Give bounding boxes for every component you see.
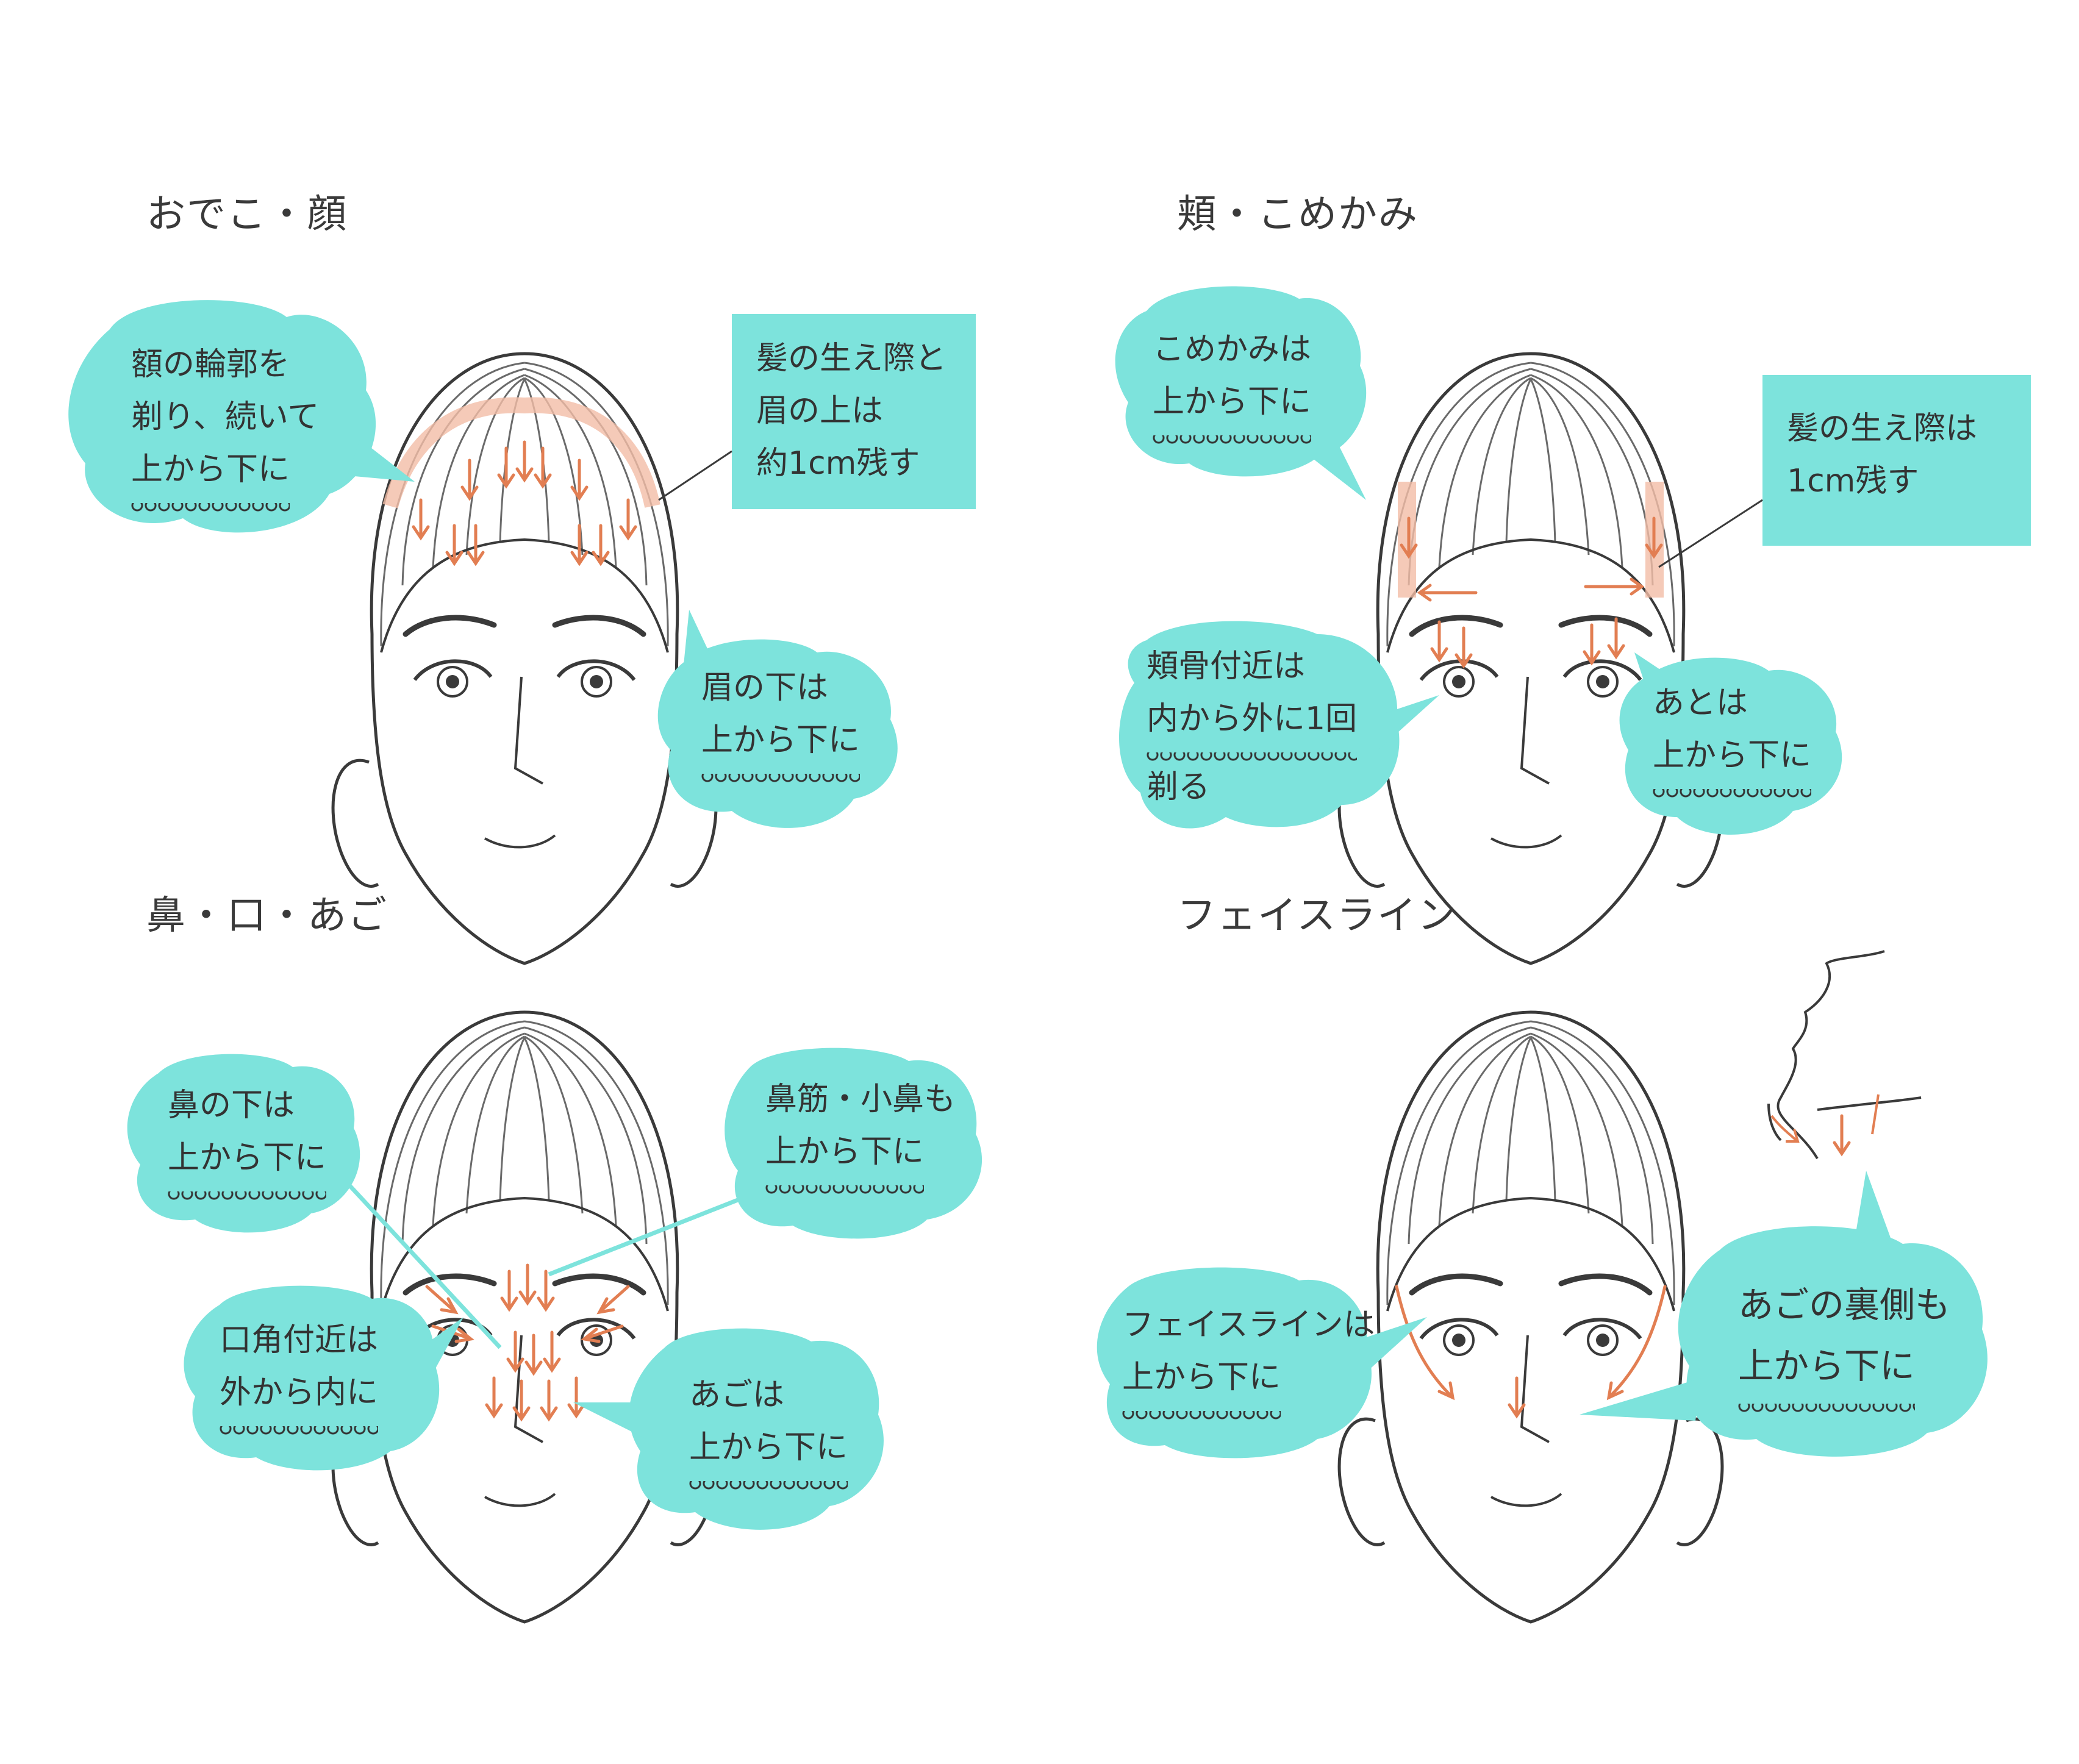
note-nose-bridge: 鼻筋・小鼻も 上から下に <box>765 1073 956 1194</box>
note-hairline-margin: 髪の生え際と 眉の上は 約1cm残す <box>756 340 947 482</box>
panel-title-cheek: 頬・こめかみ <box>1177 192 1419 237</box>
panel-title-forehead: おでこ・顔 <box>146 192 348 237</box>
note-forehead-outline: 額の輪郭を 剃り、続いて 上から下に <box>131 338 319 512</box>
note-hairline-1cm: 髪の生え際は 1cm残す <box>1787 410 1978 499</box>
panel-title-faceline: フェイスライン <box>1177 893 1458 938</box>
note-mouth-corner: 口角付近は 外から内に <box>220 1314 379 1435</box>
note-under-nose: 鼻の下は 上から下に <box>168 1079 327 1200</box>
note-temple: こめかみは 上から下に <box>1153 323 1312 444</box>
note-under-eyebrow: 眉の下は 上から下に <box>701 662 861 782</box>
note-under-chin: あごの裏側も 上から下に <box>1738 1274 1950 1412</box>
note-chin: あごは 上から下に <box>689 1369 848 1490</box>
note-cheek-rest: あとは 上から下に <box>1653 677 1812 798</box>
panel-title-nose: 鼻・口・あご <box>146 893 388 938</box>
note-faceline: フェイスラインは 上から下に <box>1122 1299 1375 1419</box>
note-cheekbone: 頬骨付近は 内から外に1回 剃る <box>1147 648 1358 805</box>
